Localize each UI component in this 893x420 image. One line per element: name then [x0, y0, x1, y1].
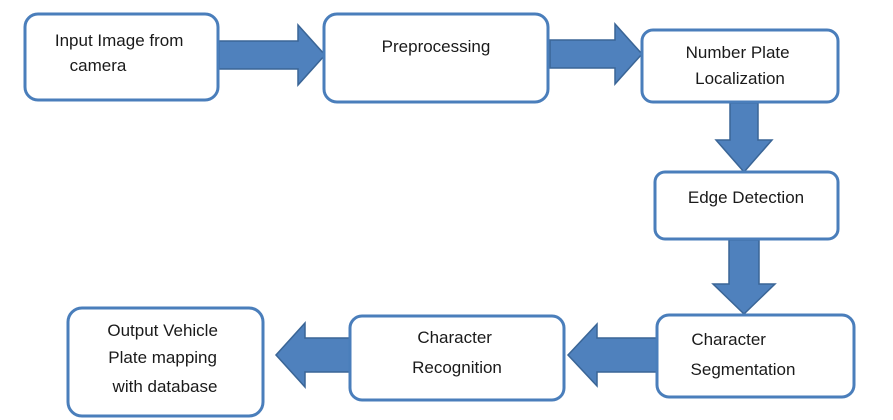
node-character-recognition: Character Recognition — [348, 314, 566, 402]
svg-text:Preprocessing: Preprocessing — [382, 37, 491, 56]
svg-text:Output Vehicle Plate map: Output Vehicle Plate mapping with databa… — [107, 321, 222, 396]
svg-text:Number Plate Localizatio: Number Plate Localization — [686, 43, 795, 88]
node-output-vehicle: Output Vehicle Plate mapping with databa… — [66, 306, 265, 418]
node-segmentation-line-2: Segmentation — [691, 360, 796, 379]
node-input-image-line-2: camera — [70, 56, 127, 75]
node-segmentation-line-1: Character — [691, 330, 766, 349]
node-output-line-1: Output Vehicle — [107, 321, 218, 340]
node-number-plate-localization: Number Plate Localization — [640, 28, 840, 104]
node-output-line-2: Plate mapping — [108, 348, 217, 367]
arrow-localization-to-edge-detection — [714, 102, 774, 174]
node-output-line-3: with database — [112, 377, 218, 396]
node-character-segmentation: Character Segmentation — [655, 313, 856, 399]
arrow-segmentation-to-recognition — [566, 322, 658, 388]
node-edge-detection: Edge Detection — [653, 170, 840, 241]
node-preprocessing-line-1: Preprocessing — [382, 37, 491, 56]
node-edge-detection-line-1: Edge Detection — [688, 188, 804, 207]
arrow-recognition-to-output — [274, 321, 351, 389]
node-input-image: Input Image from camera — [23, 12, 220, 102]
svg-text:Character Segmentation: Character Segmentation — [691, 330, 796, 379]
svg-text:Input Image from camera: Input Image from camera — [55, 31, 188, 75]
svg-text:Edge Detection: Edge Detection — [688, 188, 804, 207]
arrow-input-to-preprocessing — [218, 23, 327, 87]
arrow-preprocessing-to-localization — [549, 22, 644, 86]
node-localization-line-2: Localization — [695, 69, 785, 88]
node-preprocessing: Preprocessing — [322, 12, 550, 104]
node-recognition-line-2: Recognition — [412, 358, 502, 377]
arrow-edge-detection-to-segmentation — [711, 239, 777, 316]
node-localization-line-1: Number Plate — [686, 43, 790, 62]
node-input-image-line-1: Input Image from — [55, 31, 184, 50]
svg-text:Character Recognition: Character Recognition — [412, 328, 502, 377]
node-recognition-line-1: Character — [417, 328, 492, 347]
